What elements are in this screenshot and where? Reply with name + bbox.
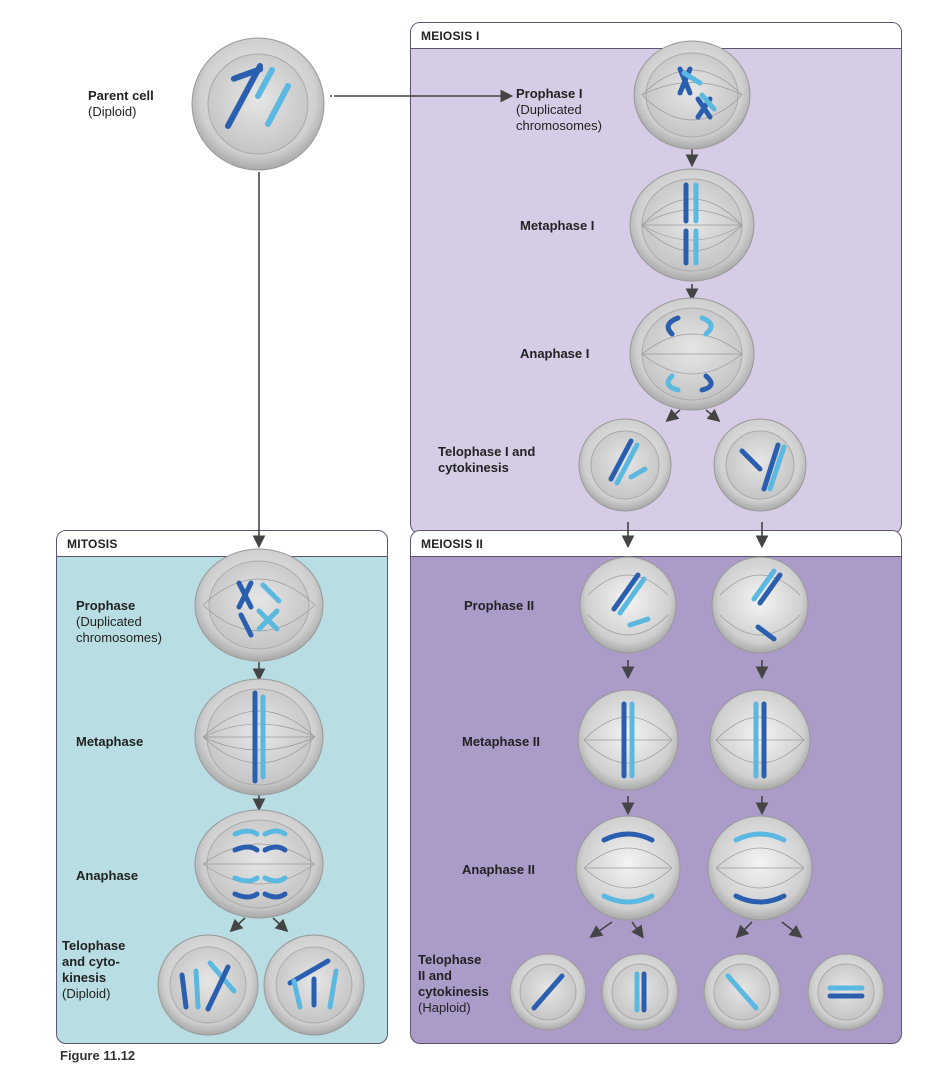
anaphase-cell bbox=[194, 809, 324, 919]
prophase-2-cell-right bbox=[711, 556, 809, 654]
telophase-line-4: (Diploid) bbox=[62, 986, 111, 1001]
parent-cell-label: Parent cell (Diploid) bbox=[88, 88, 154, 120]
telophase-2-cell-3 bbox=[703, 953, 781, 1031]
meiosis-2-cells bbox=[509, 556, 885, 1031]
anaphase-1-cell bbox=[629, 297, 755, 411]
telophase-2-cell-1 bbox=[509, 953, 587, 1031]
anaphase-2-cell-left bbox=[575, 815, 681, 921]
metaphase-2-cell-right bbox=[709, 689, 811, 791]
anaphase-2-cell-right bbox=[707, 815, 813, 921]
parent-cell bbox=[191, 37, 325, 171]
metaphase-2-cell-left bbox=[577, 689, 679, 791]
prophase-1-title: Prophase I bbox=[516, 86, 583, 101]
arrow-ana1-telo1-left bbox=[665, 408, 681, 423]
prophase-cell bbox=[194, 548, 324, 662]
telophase-2-cell-4 bbox=[807, 953, 885, 1031]
figure-caption: Figure 11.12 bbox=[60, 1048, 136, 1063]
telophase-1-cell-left bbox=[578, 418, 672, 512]
prophase-sub-2: chromosomes) bbox=[76, 630, 162, 645]
telophase-line-1: Telophase bbox=[62, 938, 126, 953]
anaphase-2-label: Anaphase II bbox=[462, 862, 535, 877]
telophase-1-line-1: Telophase I and bbox=[438, 444, 536, 459]
telophase-cell-left bbox=[157, 934, 259, 1036]
prophase-1-label: Prophase I (Duplicated chromosomes) bbox=[516, 86, 602, 134]
telophase-1-line-2: cytokinesis bbox=[438, 460, 509, 475]
meiosis-2-header: MEIOSIS II bbox=[411, 531, 901, 557]
meiosis-1-header: MEIOSIS I bbox=[411, 23, 901, 49]
telophase-label: Telophase and cyto- kinesis (Diploid) bbox=[62, 938, 125, 1002]
telophase-cell-right bbox=[263, 934, 365, 1036]
arrows bbox=[229, 89, 803, 939]
telophase-2-line-1: Telophase bbox=[418, 952, 482, 967]
prophase-title: Prophase bbox=[76, 598, 136, 613]
telophase-2-line-3: cytokinesis bbox=[418, 984, 489, 999]
metaphase-1-label: Metaphase I bbox=[520, 218, 595, 233]
mitosis-header: MITOSIS bbox=[57, 531, 387, 557]
metaphase-1-cell bbox=[629, 168, 755, 282]
prophase-1-sub-2: chromosomes) bbox=[516, 118, 602, 133]
telophase-line-2: and cyto- bbox=[62, 954, 120, 969]
arrow-ana1-telo1-right bbox=[705, 408, 721, 423]
arrow-ana2-r-left bbox=[735, 921, 753, 939]
prophase-1-cell bbox=[633, 40, 751, 150]
parent-cell-subtitle: (Diploid) bbox=[88, 104, 137, 119]
metaphase-label: Metaphase bbox=[76, 734, 144, 749]
parent-cell-title: Parent cell bbox=[88, 88, 154, 103]
anaphase-1-label: Anaphase I bbox=[520, 346, 590, 361]
telophase-2-line-2: II and bbox=[418, 968, 452, 983]
telophase-line-3: kinesis bbox=[62, 970, 107, 985]
anaphase-label: Anaphase bbox=[76, 868, 139, 883]
telophase-1-cell-right bbox=[713, 418, 807, 512]
telophase-2-line-4: (Haploid) bbox=[418, 1000, 471, 1015]
telophase-2-label: Telophase II and cytokinesis (Haploid) bbox=[418, 952, 489, 1016]
prophase-label: Prophase (Duplicated chromosomes) bbox=[76, 598, 162, 646]
meiosis-1-title: MEIOSIS I bbox=[421, 29, 480, 43]
prophase-2-label: Prophase II bbox=[464, 598, 535, 613]
arrow-ana-telo-left bbox=[229, 917, 246, 933]
metaphase-2-label: Metaphase II bbox=[462, 734, 541, 749]
arrow-ana2-r-right bbox=[781, 921, 803, 938]
telophase-2-cell-2 bbox=[601, 953, 679, 1031]
meiosis-2-title: MEIOSIS II bbox=[421, 537, 484, 551]
arrow-ana-telo-right bbox=[272, 917, 289, 933]
telophase-1-label: Telophase I and cytokinesis bbox=[438, 444, 535, 476]
prophase-2-cell-left bbox=[579, 556, 677, 654]
prophase-1-sub-1: (Duplicated bbox=[516, 102, 582, 117]
meiosis-1-cells bbox=[578, 40, 807, 512]
metaphase-cell bbox=[194, 678, 324, 796]
arrow-ana2-l-left bbox=[589, 921, 613, 938]
arrow-ana2-l-right bbox=[631, 921, 644, 939]
prophase-sub-1: (Duplicated bbox=[76, 614, 142, 629]
mitosis-cells bbox=[157, 548, 365, 1036]
mitosis-title: MITOSIS bbox=[67, 537, 118, 551]
